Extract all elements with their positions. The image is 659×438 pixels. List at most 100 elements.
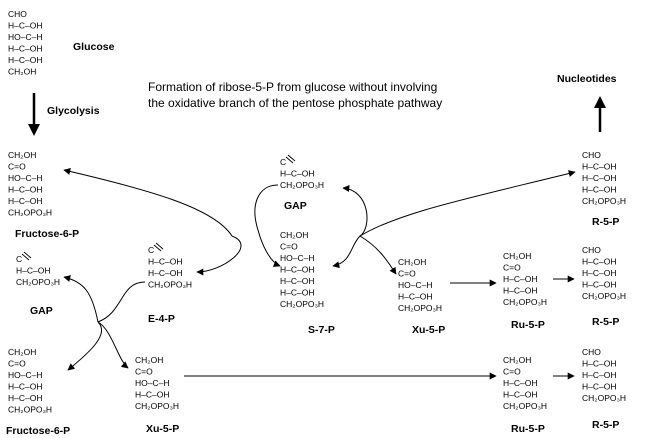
formula-line: C=O <box>8 359 26 369</box>
formula-line: C=O <box>503 367 521 377</box>
formula-line: H–C–OH <box>8 55 42 65</box>
arrow-xu5p-bottom <box>97 321 129 369</box>
reaction-arrows <box>63 168 576 380</box>
thick-arrows <box>28 93 606 136</box>
formula-line: H–C–OH <box>582 173 616 183</box>
arrow-fructose6p-top <box>63 168 233 237</box>
formula-line: C <box>16 254 22 264</box>
formula-line: H–C–OH <box>582 280 616 290</box>
label-ru-5-p-bottom: Ru-5-P <box>511 423 545 435</box>
formula-line: CH₂OH <box>280 230 308 240</box>
formula-line: H–C–OH <box>148 257 182 267</box>
formula-line: H–C–OH <box>8 21 42 31</box>
nucleotides-arrow-head <box>594 96 606 108</box>
formula-line: H–C–OH <box>503 390 537 400</box>
arrow-fructose6p-bottom <box>67 321 103 371</box>
formula-line: HO–C–H <box>398 280 432 290</box>
formula-line: HO–C–H <box>8 370 42 380</box>
formula-line: C=O <box>503 263 521 273</box>
formula-line: H–C–OH <box>398 292 432 302</box>
arrow-s7p <box>332 184 368 269</box>
formula-line: H–C–OH <box>280 169 314 179</box>
formula-line: C <box>148 245 154 255</box>
formula-line: H–C–OH <box>148 268 182 278</box>
label-r-5-p-bottom: R-5-P <box>592 419 619 431</box>
arrow-xu5p-right <box>359 235 397 275</box>
formula-line: H–C–OH <box>582 162 616 172</box>
formula-line: CH₂OH <box>8 347 36 357</box>
label-e-4-p: E-4-P <box>148 313 175 325</box>
formula-line: C=O <box>135 367 153 377</box>
formula-line: C=O <box>8 162 26 172</box>
formula-line: H–C–OH <box>280 265 314 275</box>
formula-line: H–C–OH <box>135 390 169 400</box>
formula-line: CH₂OPO₃H <box>503 297 547 307</box>
arrow-gap-top-to-cross <box>254 184 281 267</box>
formula-line: H–C–OH <box>582 257 616 267</box>
arrow-r5p-top <box>359 170 576 237</box>
caption-line-1: Formation of ribose-5-P from glucose wit… <box>148 80 437 94</box>
formula-line: H–C–OH <box>582 370 616 380</box>
glycolysis-arrow-head <box>28 124 40 136</box>
formula-line: CH₂OH <box>8 67 36 77</box>
arrow-e4p <box>196 235 242 276</box>
formula-line: H–C–OH <box>582 382 616 392</box>
formula-line: C <box>280 157 286 167</box>
formula-line: H–C–OH <box>503 274 537 284</box>
formula-line: HO–C–H <box>135 378 169 388</box>
arrow-e4p-to-cross <box>97 281 146 323</box>
formula-line: CH₂OH <box>8 150 36 160</box>
formula-line: CH₂OPO₃H <box>503 401 547 411</box>
formula-line: HO–C–H <box>280 253 314 263</box>
formula-line: CH₂OPO₃H <box>148 280 192 290</box>
formula-line: CH₂OPO₃H <box>280 180 324 190</box>
formula-line: CH₂OH <box>503 251 531 261</box>
e-4-p-structure: C H–C–OHH–C–OH CH₂OPO₃H <box>148 245 192 290</box>
formula-line: C=O <box>398 269 416 279</box>
formula-line: H–C–OH <box>8 393 42 403</box>
label-gap-top: GAP <box>284 200 307 212</box>
label-xu-5-p-bottom: Xu-5-P <box>146 423 179 435</box>
formula-line: CH₂OPO₃H <box>280 299 324 309</box>
formula-line: H–C–OH <box>16 266 50 276</box>
aldehyde-strokes <box>21 154 296 261</box>
formula-line: H–C–OH <box>280 276 314 286</box>
formula-line: H–C–OH <box>582 268 616 278</box>
formula-line: CH₂OPO₃H <box>135 401 179 411</box>
label-glucose: Glucose <box>73 41 115 53</box>
label-xu-5-p-right: Xu-5-P <box>412 324 445 336</box>
formula-line: CH₂OPO₃H <box>8 208 52 218</box>
formula-line: CH₂OPO₃H <box>582 393 626 403</box>
formula-line: H–C–OH <box>8 44 42 54</box>
formula-line: CH₂OPO₃H <box>582 196 626 206</box>
label-s-7-p: S-7-P <box>308 324 335 336</box>
formula-line: CHO <box>8 9 27 19</box>
formula-line: CH₂OPO₃H <box>582 291 626 301</box>
formula-line: CHO <box>582 150 601 160</box>
formula-line: CH₂OH <box>398 257 426 267</box>
label-r-5-p-mid: R-5-P <box>592 316 619 328</box>
caption-line-2: the oxidative branch of the pentose phos… <box>148 96 442 110</box>
label-ru-5-p-mid: Ru-5-P <box>511 319 545 331</box>
formula-line: C=O <box>280 242 298 252</box>
formula-line: H–C–OH <box>8 185 42 195</box>
label-nucleotides: Nucleotides <box>557 73 617 85</box>
formula-line: H–C–OH <box>582 359 616 369</box>
label-gap-left: GAP <box>30 305 53 317</box>
formula-line: HO–C–H <box>8 173 42 183</box>
formula-line: H–C–OH <box>582 185 616 195</box>
